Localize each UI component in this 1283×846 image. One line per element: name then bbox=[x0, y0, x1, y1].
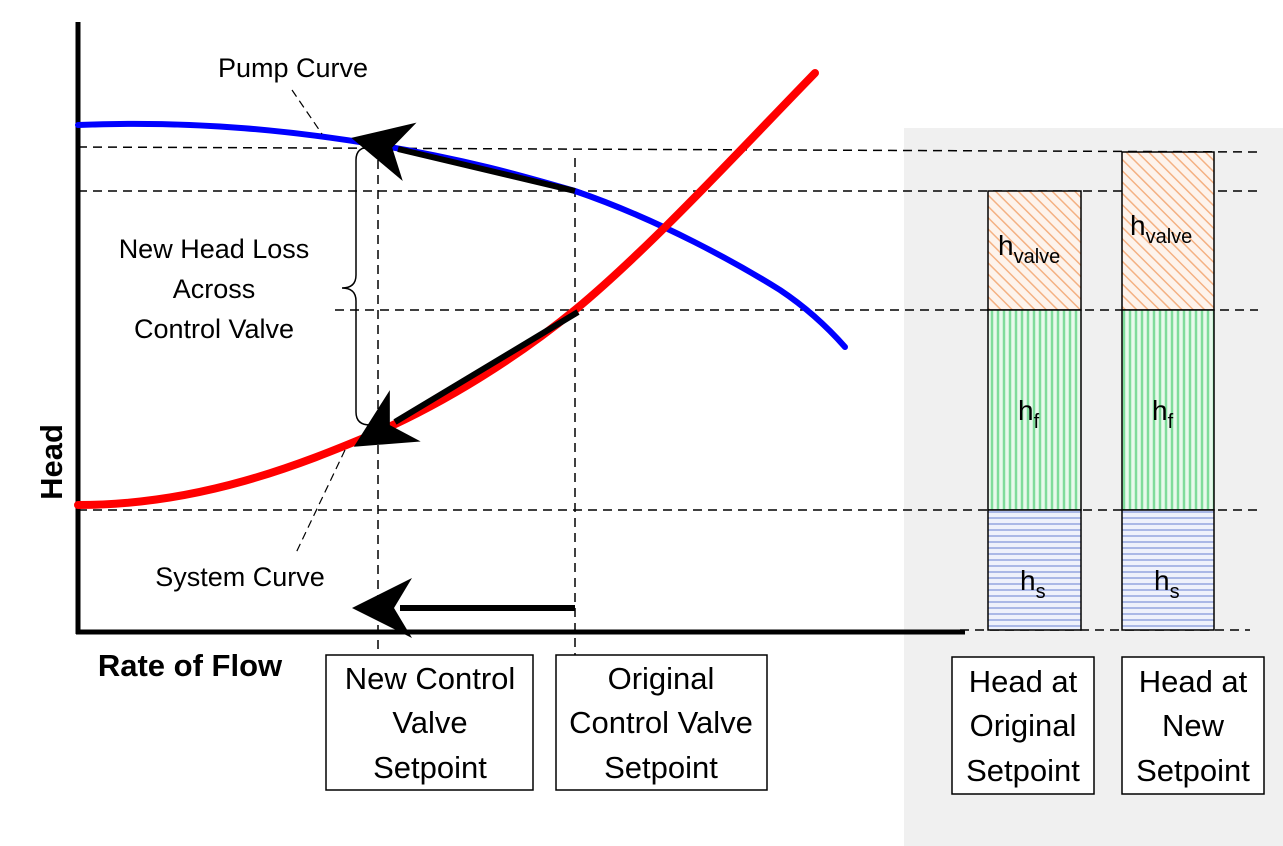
bar-original-friction-segment bbox=[987, 309, 1082, 511]
setpoint-lines bbox=[377, 145, 576, 655]
original-setpoint-box: Original Control Valve Setpoint bbox=[555, 654, 768, 791]
pump-shift-arrow bbox=[351, 122, 576, 194]
svg-text:hs: hs bbox=[1020, 565, 1046, 603]
svg-text:Control Valve: Control Valve bbox=[134, 314, 294, 344]
svg-text:Head at: Head at bbox=[1139, 664, 1248, 699]
svg-text:hf: hf bbox=[1018, 395, 1040, 433]
svg-text:Original: Original bbox=[608, 661, 715, 696]
bar-new-setpoint: hvalve hf hs bbox=[1121, 151, 1215, 631]
caption-new-setpoint: Head at New Setpoint bbox=[1121, 656, 1265, 795]
bar-new-static-segment bbox=[1121, 509, 1215, 631]
head-loss-brace bbox=[341, 146, 371, 426]
x-axis-label: Rate of Flow bbox=[98, 648, 283, 683]
svg-text:Setpoint: Setpoint bbox=[373, 750, 487, 785]
bar-original-valve-segment bbox=[987, 190, 1082, 311]
bar-new-friction-segment bbox=[1121, 309, 1215, 511]
system-curve-label: System Curve bbox=[155, 562, 325, 592]
svg-text:New Control: New Control bbox=[345, 661, 516, 696]
svg-text:Setpoint: Setpoint bbox=[604, 750, 718, 785]
pump-label-leader bbox=[291, 89, 323, 135]
bar-original-static-segment bbox=[987, 509, 1082, 631]
svg-text:Across: Across bbox=[173, 274, 256, 304]
svg-text:Control Valve: Control Valve bbox=[569, 705, 753, 740]
caption-original-setpoint: Head at Original Setpoint bbox=[951, 656, 1095, 795]
new-setpoint-box: New Control Valve Setpoint bbox=[325, 654, 534, 791]
system-curve bbox=[74, 69, 819, 509]
pump-curve-label: Pump Curve bbox=[218, 53, 368, 83]
svg-text:hvalve: hvalve bbox=[998, 230, 1060, 268]
svg-text:hvalve: hvalve bbox=[1130, 210, 1192, 248]
svg-text:hf: hf bbox=[1152, 395, 1174, 433]
svg-text:New Head Loss: New Head Loss bbox=[119, 234, 310, 264]
system-label-leader bbox=[294, 449, 346, 556]
svg-text:Setpoint: Setpoint bbox=[966, 753, 1080, 788]
bar-original-setpoint: hvalve hf hs bbox=[987, 190, 1082, 631]
system-shift-arrow bbox=[353, 309, 580, 447]
svg-text:Head at: Head at bbox=[969, 664, 1078, 699]
y-axis-label: Head bbox=[34, 424, 69, 500]
svg-text:Valve: Valve bbox=[392, 705, 467, 740]
ref-line-new-head bbox=[77, 146, 1259, 153]
svg-text:Setpoint: Setpoint bbox=[1136, 753, 1250, 788]
bar-new-valve-segment bbox=[1121, 151, 1215, 311]
shift-arrows bbox=[351, 122, 580, 638]
svg-text:Original: Original bbox=[970, 708, 1077, 743]
svg-text:hs: hs bbox=[1154, 565, 1180, 603]
svg-text:New: New bbox=[1162, 708, 1225, 743]
head-loss-label: New Head Loss Across Control Valve bbox=[119, 234, 310, 344]
